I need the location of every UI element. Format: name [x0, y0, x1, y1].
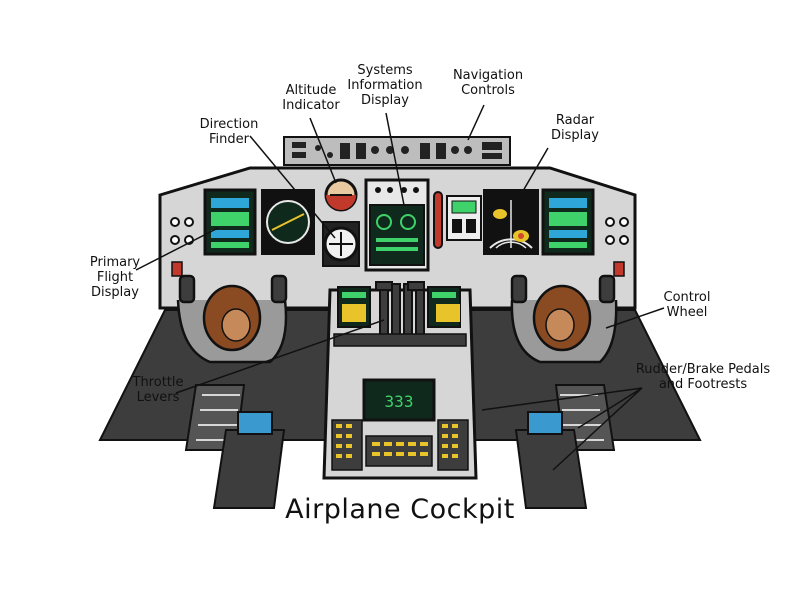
left-panel-knobs: [170, 217, 194, 245]
label-radar-display: Radar Display: [551, 113, 599, 143]
leader-control-wheel: [605, 307, 665, 329]
leader-altitude-indicator: [309, 117, 337, 184]
label-throttle-levers: Throttle Levers: [132, 375, 184, 405]
systems-information-screen: [369, 204, 425, 266]
leader-navigation-controls: [467, 104, 485, 141]
leader-rudder-3: [552, 387, 643, 471]
label-systems-information-display: Systems Information Display: [347, 63, 423, 108]
leader-systems-information: [385, 112, 405, 206]
sid-knobs: [375, 187, 419, 193]
right-control-wheel: [510, 274, 616, 304]
center-keypad: [365, 435, 433, 467]
pedestal-screen-readout: 333: [385, 392, 414, 411]
right-pilot: [510, 284, 618, 364]
label-altitude-indicator: Altitude Indicator: [282, 83, 340, 113]
leader-direction-finder: [249, 135, 336, 239]
right-warning-light: [613, 261, 625, 277]
label-direction-finder: Direction Finder: [199, 117, 259, 147]
left-pilot: [176, 284, 288, 364]
label-rudder-brake-pedals: Rudder/Brake Pedals and Footrests: [635, 362, 771, 392]
left-warning-light: [171, 261, 183, 277]
leader-radar-display: [515, 147, 549, 204]
label-navigation-controls: Navigation Controls: [452, 68, 524, 98]
throttle-lever-group: [375, 281, 425, 343]
label-primary-flight-display: Primary Flight Display: [89, 255, 141, 300]
leader-rudder-1: [481, 387, 643, 411]
left-control-wheel: [178, 274, 288, 304]
overhead-panel: [283, 136, 511, 166]
right-panel-knobs: [605, 217, 629, 245]
vertical-gauge: [433, 191, 443, 249]
leader-lines: [135, 104, 665, 471]
leader-primary-flight-display: [135, 227, 219, 271]
leader-throttle-levers: [175, 319, 385, 394]
diagram-title: Airplane Cockpit: [285, 494, 515, 525]
leader-rudder-2: [577, 387, 643, 429]
label-control-wheel: Control Wheel: [663, 290, 711, 320]
overhead-switches: [292, 142, 502, 159]
pedestal-middle-screen: [362, 378, 436, 422]
